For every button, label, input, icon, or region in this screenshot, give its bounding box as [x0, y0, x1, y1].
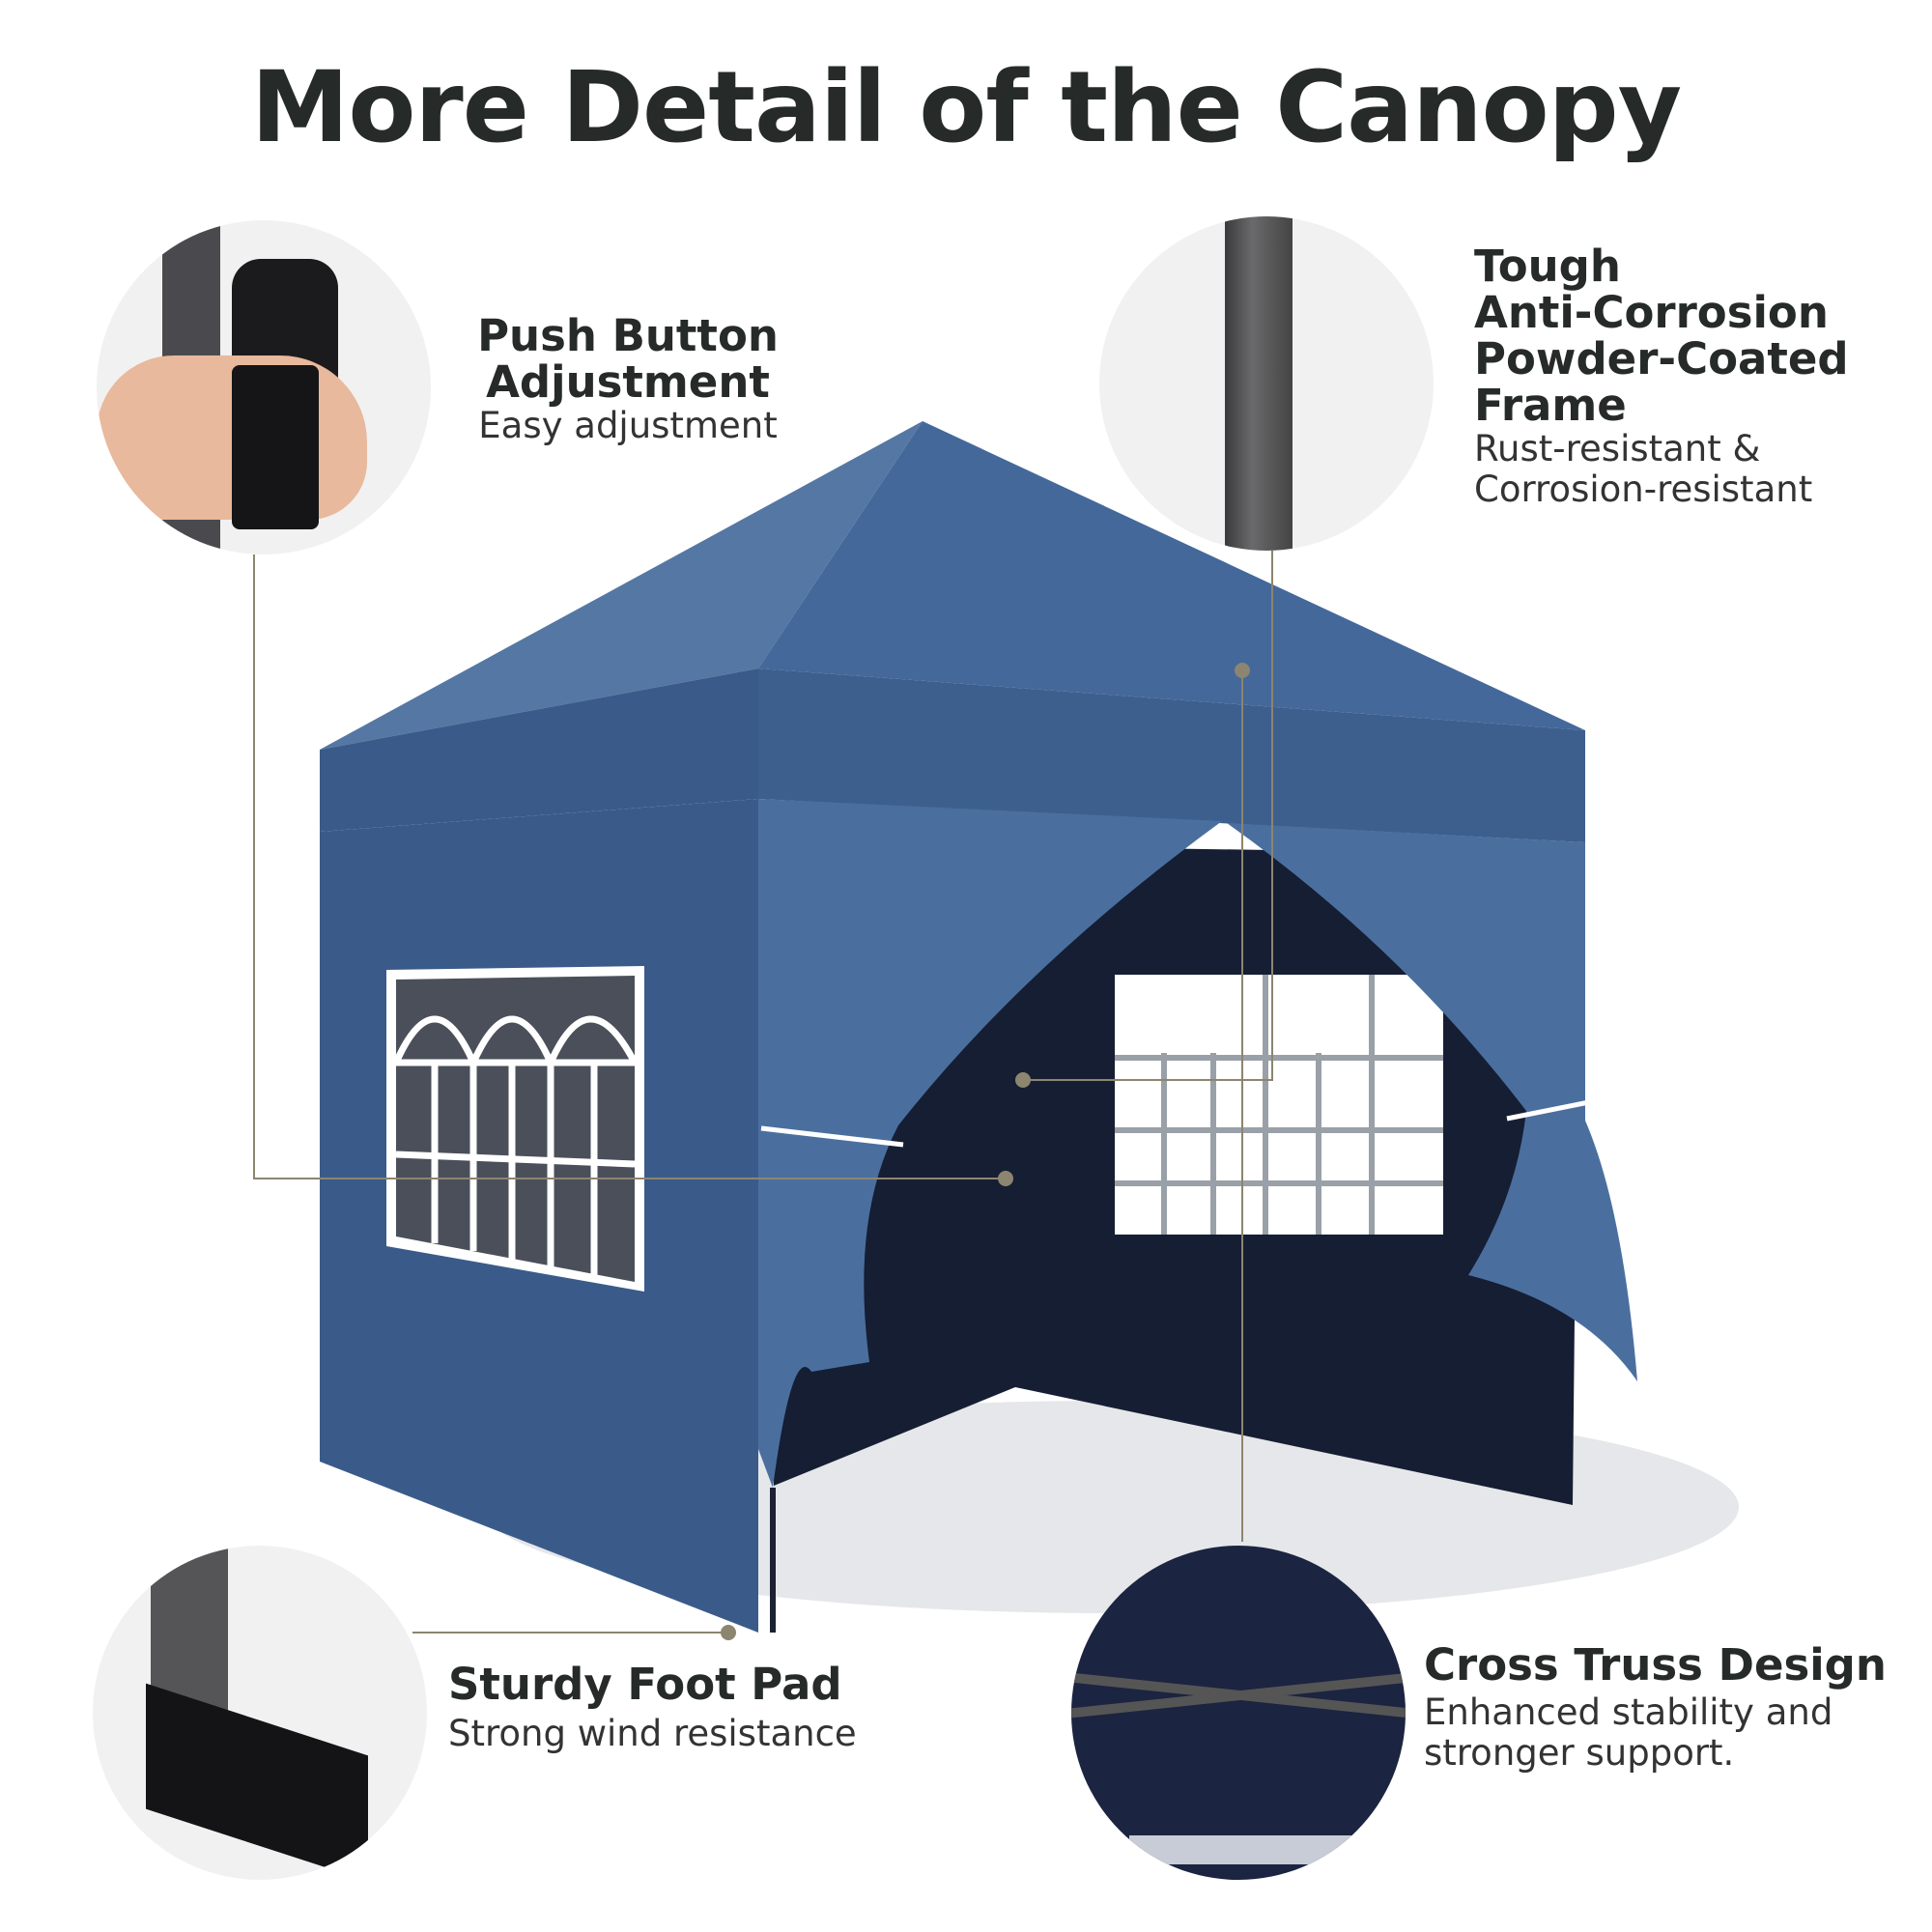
side-window — [386, 966, 644, 1292]
tie-strap-left — [760, 1125, 904, 1148]
truss-detail-image — [1071, 1546, 1406, 1880]
push-button-detail-image — [97, 220, 431, 554]
left-valance — [320, 668, 758, 832]
left-curtain — [758, 799, 1222, 1488]
leader-lines — [253, 551, 1273, 1634]
foot-pad-detail-image — [93, 1546, 427, 1880]
feature-push-button: Push Button Adjustment Easy adjustment — [477, 310, 779, 446]
tie-strap-right — [1506, 1098, 1595, 1122]
feature-frame: Tough Anti-Corrosion Powder-Coated Frame… — [1474, 241, 1849, 510]
leader-dots — [721, 663, 1250, 1640]
roof-left — [320, 421, 923, 750]
roof-right — [758, 421, 1585, 730]
feature-cross-truss: Cross Truss Design Enhanced stability an… — [1424, 1639, 1887, 1774]
page-title: More Detail of the Canopy — [250, 50, 1682, 165]
front-valance — [758, 668, 1585, 842]
right-curtain — [1227, 823, 1637, 1381]
feature-foot-pad: Sturdy Foot Pad Strong wind resistance — [448, 1659, 857, 1754]
frame-detail-image — [1099, 216, 1434, 551]
back-window — [1115, 975, 1443, 1235]
